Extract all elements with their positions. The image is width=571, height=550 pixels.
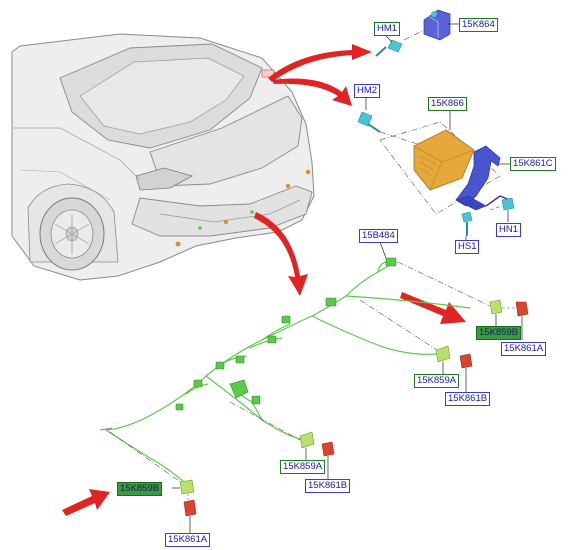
- hs1-screw-icon: [461, 211, 473, 236]
- harness-clips: [175, 257, 397, 411]
- leader-lines: [365, 23, 510, 259]
- label-hm2: HM2: [354, 84, 381, 98]
- label-hm1: HM1: [374, 22, 401, 36]
- label-15k859a-low: 15K859A: [280, 460, 326, 474]
- sensor-group-mid: [359, 299, 473, 392]
- label-15k861c: 15K861C: [510, 157, 556, 171]
- label-15k859a-mid: 15K859A: [414, 374, 460, 388]
- arrow-to-harness-icon: [254, 212, 308, 296]
- label-15k859b-left: 15K859B: [117, 482, 163, 496]
- sensor-group-low: [229, 401, 335, 480]
- harness-trunk: [105, 261, 397, 431]
- sensor-group-left: [109, 431, 197, 534]
- module-15k866-icon: [413, 129, 475, 191]
- label-hs1: HS1: [455, 240, 480, 254]
- label-15k864: 15K864: [459, 18, 498, 32]
- hm1-screw-icon: [375, 39, 403, 57]
- arrow-right-pointer-icon: [400, 292, 466, 324]
- arrow-to-module-icon: [272, 78, 352, 106]
- hm2-screw-icon: [357, 111, 381, 133]
- camera-15k864-icon: [423, 9, 451, 41]
- label-15k859b-right: 15K859B: [476, 326, 522, 340]
- label-15k861b-low: 15K861B: [305, 479, 351, 493]
- label-15k861a-left: 15K861A: [165, 533, 211, 547]
- harness-branch-left: [105, 429, 187, 485]
- camera-assembly: [375, 9, 451, 57]
- module-assembly: [357, 111, 515, 236]
- wiring-harness: [105, 261, 471, 485]
- bracket-15k861c-icon: [455, 145, 511, 211]
- label-15k861a-right: 15K861A: [501, 342, 547, 356]
- label-15k861b-mid: 15K861B: [445, 392, 491, 406]
- car-illustration: [11, 33, 315, 281]
- callout-arrows: [62, 44, 466, 516]
- arrow-left-pointer-icon: [62, 489, 110, 516]
- arrow-to-camera-icon: [268, 44, 372, 82]
- label-15b484: 15B484: [359, 229, 398, 243]
- label-15k866: 15K866: [428, 97, 467, 111]
- hn1-nut-icon: [501, 197, 515, 211]
- harness-branch-mid: [311, 315, 439, 355]
- label-hn1: HN1: [496, 223, 522, 237]
- sensor-group-right: [397, 261, 529, 340]
- harness-branch-right: [345, 295, 471, 309]
